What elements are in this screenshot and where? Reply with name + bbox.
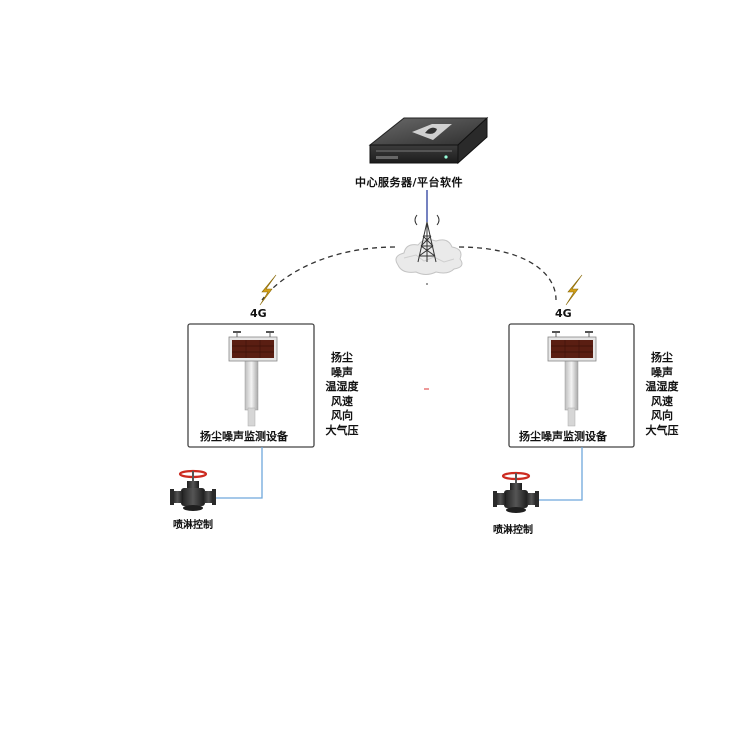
parameter-item: 温湿度 [325,380,359,393]
parameter-item: 噪声 [331,365,353,379]
lightning-icon [259,274,277,306]
link-label-4g-right: 4G [555,307,572,320]
parameter-item: 风速 [651,394,673,408]
control-wire-left [214,447,263,499]
parameter-item: 风速 [331,394,353,408]
cell-tower-icon [414,214,440,263]
parameter-item: 温湿度 [645,380,679,393]
server-label: 中心服务器/平台软件 [355,176,464,189]
parameter-list-right: 扬尘 噪声 温湿度 风速 风向 大气压 [640,351,684,438]
device-label-left: 扬尘噪声监测设备 [200,430,288,443]
cloud-icon [395,239,463,275]
server-icon [368,116,489,165]
parameter-item: 扬尘 [331,351,353,364]
wireless-link-left [261,246,396,301]
tower-base-dot [426,283,428,285]
valve-label-right: 喷淋控制 [493,525,533,536]
parameter-item: 风向 [331,409,353,422]
device-label-right: 扬尘噪声监测设备 [519,430,607,443]
parameter-list-left: 扬尘 噪声 温湿度 风速 风向 大气压 [320,351,364,438]
valve-icon [170,469,216,511]
link-label-4g-left: 4G [250,307,267,320]
parameter-item: 扬尘 [651,351,673,364]
valve-label-left: 喷淋控制 [173,520,213,531]
lightning-icon [565,274,583,306]
parameter-item: 大气压 [645,423,679,437]
monitoring-device-icon [547,331,597,427]
parameter-item: 风向 [651,409,673,422]
valve-icon [493,471,539,513]
control-wire-right [534,447,583,501]
monitoring-device-icon [228,331,278,427]
wireless-link-right [458,246,557,301]
parameter-item: 噪声 [651,365,673,379]
parameter-item: 大气压 [325,423,359,437]
